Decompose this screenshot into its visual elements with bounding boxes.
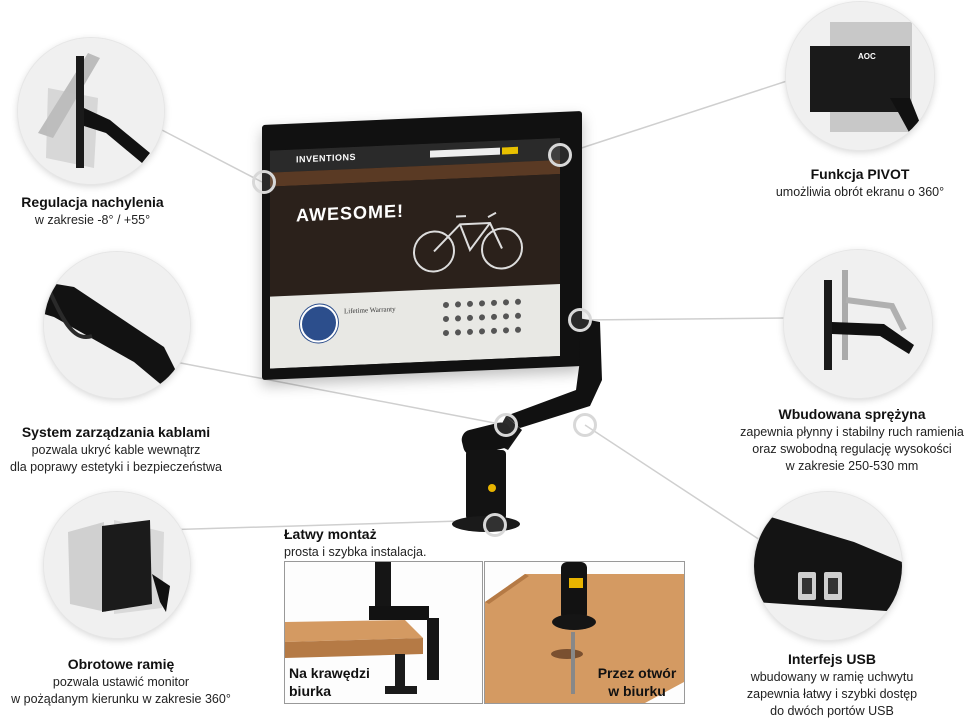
- swivel-title: Obrotowe ramię: [67, 656, 175, 672]
- mount-caption: Łatwy montaż prosta i szybka instalacja.: [284, 525, 464, 561]
- spring-caption: Wbudowana sprężyna zapewnia płynny i sta…: [728, 405, 976, 475]
- icon-grid-icon: [443, 298, 521, 336]
- tilt-caption: Regulacja nachylenia w zakresie -8° / +5…: [5, 193, 180, 229]
- desk-edge-mount-panel: Na krawędzi biurka: [284, 561, 483, 704]
- pivot-monitor-brand: AOC: [858, 52, 876, 61]
- usb-marker: [573, 413, 597, 437]
- edge-label-line-2: biurka: [289, 683, 332, 699]
- desk-hole-mount-panel: Przez otwór w biurku: [484, 561, 685, 704]
- cable-desc-2: dla poprawy estetyki i bezpieczeństwa: [10, 460, 222, 474]
- usb-desc-3: do dwóch portów USB: [770, 704, 894, 718]
- cable-caption: System zarządzania kablami pozwala ukryć…: [0, 423, 232, 476]
- screen-warranty-text: Lifetime Warranty: [344, 305, 396, 316]
- tilt-marker: [252, 170, 276, 194]
- usb-desc-1: wbudowany w ramię uchwytu: [750, 670, 914, 684]
- swivel-detail-image: [44, 492, 190, 638]
- usb-caption: Interfejs USB wbudowany w ramię uchwytu …: [732, 650, 932, 720]
- cable-desc-1: pozwala ukryć kable wewnątrz: [31, 443, 201, 457]
- tilt-title: Regulacja nachylenia: [21, 194, 164, 210]
- usb-detail-image: [754, 492, 902, 640]
- cable-marker: [494, 413, 518, 437]
- screen-headline: AWESOME!: [296, 200, 405, 226]
- hole-label-line-2: w biurku: [608, 683, 666, 699]
- hole-label: Przez otwór w biurku: [595, 664, 679, 700]
- pivot-detail-image: AOC: [786, 2, 934, 150]
- spring-title: Wbudowana sprężyna: [778, 406, 926, 422]
- screen-logo: INVENTIONS: [296, 151, 357, 165]
- spring-desc-1: zapewnia płynny i stabilny ruch ramienia: [740, 425, 964, 439]
- edge-label-line-1: Na krawędzi: [289, 665, 370, 681]
- screen-warranty-section: Lifetime Warranty: [270, 283, 560, 369]
- spring-detail-image: [784, 250, 932, 398]
- screen-hero: AWESOME!: [270, 173, 560, 297]
- pivot-caption: Funkcja PIVOT umożliwia obrót ekranu o 3…: [760, 165, 960, 201]
- swivel-desc-2: w pożądanym kierunku w zakresie 360°: [11, 692, 231, 706]
- screen-search-bar: [430, 147, 500, 158]
- bicycle-icon: [413, 211, 523, 273]
- pivot-desc: umożliwia obrót ekranu o 360°: [775, 185, 945, 199]
- swivel-caption: Obrotowe ramię pozwala ustawić monitor w…: [0, 655, 242, 708]
- mount-title: Łatwy montaż: [284, 526, 377, 542]
- spring-marker: [568, 308, 592, 332]
- swivel-desc-1: pozwala ustawić monitor: [52, 675, 190, 689]
- main-monitor: INVENTIONS AWESOME! Lifetime Warranty: [262, 111, 582, 380]
- warranty-seal-icon: [300, 303, 338, 344]
- swivel-marker: [483, 513, 507, 537]
- monitor-arm: [452, 318, 602, 532]
- spring-desc-2: oraz swobodną regulację wysokości: [752, 442, 952, 456]
- tilt-desc: w zakresie -8° / +55°: [34, 213, 151, 227]
- spring-desc-3: w zakresie 250-530 mm: [785, 459, 919, 473]
- cable-title: System zarządzania kablami: [21, 424, 211, 440]
- usb-desc-2: zapewnia łatwy i szybki dostęp: [746, 687, 918, 701]
- edge-label: Na krawędzi biurka: [289, 664, 370, 700]
- monitor-screen: INVENTIONS AWESOME! Lifetime Warranty: [270, 137, 560, 369]
- screen-search-button: [502, 146, 518, 155]
- pivot-title: Funkcja PIVOT: [810, 166, 910, 182]
- cable-detail-image: [44, 252, 190, 398]
- usb-title: Interfejs USB: [788, 651, 876, 667]
- hole-label-line-1: Przez otwór: [597, 665, 677, 681]
- tilt-detail-image: [18, 38, 164, 184]
- pivot-marker: [548, 143, 572, 167]
- mount-desc: prosta i szybka instalacja.: [284, 545, 427, 559]
